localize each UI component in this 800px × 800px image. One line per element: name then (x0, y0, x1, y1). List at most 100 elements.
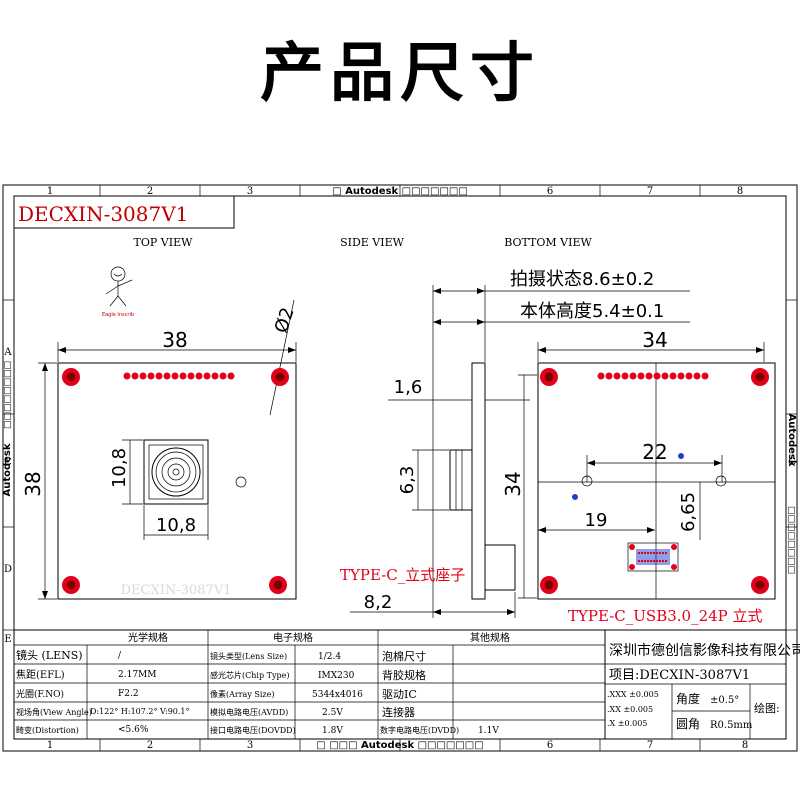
mounting-hole (540, 368, 558, 386)
other-label: 驱动IC (382, 688, 417, 701)
mounting-hole (751, 368, 769, 386)
electronic-value: IMX230 (318, 671, 355, 681)
col-label-bottom: 8 (742, 740, 748, 751)
dim-bottom-width: 34 (642, 328, 667, 352)
angle-value: ±0.5° (710, 695, 739, 706)
side-boxes-right: □□□□□□□□ (786, 506, 796, 574)
typec-side-label: TYPE-C_立式座子 (340, 566, 465, 584)
company-name: 深圳市德创信影像科技有限公司 (609, 642, 800, 659)
bottom-hole (581, 475, 593, 487)
other-label: 背胶规格 (382, 668, 426, 682)
optical-value: <5.6% (118, 725, 149, 735)
dim-side-width: 8,2 (364, 592, 393, 613)
top-pcb-outline (57, 362, 297, 600)
optical-label: 视场角(View Angle) (16, 707, 92, 717)
radius-value: R0.5mm (710, 720, 753, 731)
dim-body-height: 本体高度5.4±0.1 (520, 301, 664, 322)
bottom-view-title: BOTTOM VIEW (504, 236, 592, 249)
col-label-top: 6 (547, 186, 553, 197)
dim-6-65: 6,65 (678, 492, 699, 532)
col-label-bottom: 3 (247, 740, 253, 751)
mounting-hole (540, 576, 558, 594)
top-view: 38 38 Ø2 10,8 (21, 299, 299, 600)
electronic-label: 感光芯片(Chip Type) (210, 670, 289, 680)
lens-holder (143, 439, 209, 505)
col-label-top: 7 (647, 186, 653, 197)
side-pcb (471, 362, 486, 600)
other-label: 连接器 (382, 706, 415, 719)
h-other: 其他规格 (470, 631, 510, 644)
tolerance: .X ±0.005 (607, 719, 647, 728)
electronic-value: 1.8V (322, 726, 343, 736)
h-electronic: 电子规格 (273, 631, 313, 644)
side-lens (449, 449, 473, 511)
col-label-top: 3 (247, 186, 253, 197)
model-name: DECXIN-3087V1 (18, 202, 188, 226)
autodesk-header: □ Autodesk □□□□□□□ (332, 186, 468, 197)
other-value: 1.1V (478, 726, 499, 736)
bottom-pcb-outline (537, 362, 776, 600)
row-label: C (788, 457, 796, 468)
lens-barrel (151, 447, 201, 497)
optical-label: 畸变(Distortion) (16, 725, 79, 735)
mounting-hole (62, 576, 80, 594)
col-label-top: 8 (737, 186, 743, 197)
angle-label: 角度 (676, 691, 700, 706)
optical-label: 镜头 (LENS) (16, 648, 83, 662)
blue-marker (572, 494, 578, 500)
dim-lens-width: 10,8 (156, 515, 196, 536)
autodesk-footer: □ □□□ Autodesk □□□□□□□ (316, 740, 483, 751)
dim-hole-dia: Ø2 (271, 305, 299, 336)
row-label: D (4, 564, 12, 575)
col-label-bottom: 2 (147, 740, 153, 751)
dim-bottom-height: 34 (501, 471, 525, 496)
dim-top-height: 38 (21, 471, 45, 496)
radius-label: 圆角 (676, 717, 700, 731)
autodesk-side-right: Autodesk (786, 413, 797, 466)
col-label-bottom: 7 (647, 740, 653, 751)
optical-label: 焦距(EFL) (16, 668, 65, 681)
dim-lens-height: 10,8 (109, 448, 130, 488)
electronic-label: 接口电路电压(DOVDD) (210, 725, 296, 735)
side-boxes-left: □□□□□□□□ (3, 361, 13, 429)
side-view-title: SIDE VIEW (340, 236, 405, 249)
led-hole (235, 476, 247, 488)
electronic-label: 像素(Array Size) (210, 689, 275, 699)
other-label: 数字电路电压(DVDD) (380, 725, 459, 735)
bottom-view: 34 34 22 19 6,65 (501, 328, 776, 625)
logo-caption: Eagle Inscrib (102, 312, 134, 318)
model-box (13, 195, 235, 229)
other-label: 泡棉尺寸 (382, 649, 426, 663)
dim-top-width: 38 (162, 328, 187, 352)
electronic-label: 模拟电路电压(AVDD) (210, 707, 288, 717)
row-label: A (3, 347, 12, 358)
typec-bottom-label: TYPE-C_USB3.0_24P 立式 (568, 607, 763, 625)
row-label: C (4, 457, 12, 468)
row-label: E (4, 634, 11, 645)
mounting-hole (269, 576, 287, 594)
col-label-bottom: 6 (547, 740, 553, 751)
tolerance: .XXX ±0.005 (607, 690, 659, 699)
mounting-hole (62, 368, 80, 386)
pcb-silkscreen: DECXIN-3087V1 (121, 583, 232, 598)
tolerance: .XX ±0.005 (607, 705, 653, 714)
autodesk-side-left: Autodesk (2, 443, 13, 496)
dim-shoot-state: 拍摄状态8.6±0.2 (510, 269, 654, 290)
blue-marker (678, 453, 684, 459)
mounting-hole (271, 368, 289, 386)
electronic-value: 2.5V (322, 708, 343, 718)
col-label-bottom: 1 (47, 740, 53, 751)
electronic-value: 1/2.4 (318, 652, 341, 662)
top-view-title: TOP VIEW (134, 236, 194, 249)
dim-19: 19 (585, 510, 608, 531)
bottom-hole (715, 475, 727, 487)
logo-figure (105, 266, 133, 307)
mounting-hole (751, 576, 769, 594)
electronic-label: 镜头类型(Lens Size) (210, 651, 287, 661)
dim-side-thickness: 1,6 (394, 377, 423, 398)
side-view: 拍摄状态8.6±0.2 本体高度5.4±0.1 1,6 6,3 8,2 TYPE… (340, 269, 690, 618)
optical-value: / (118, 651, 122, 661)
project-name: 项目:DECXIN-3087V1 (609, 668, 750, 683)
electronic-value: 5344x4016 (312, 690, 363, 700)
